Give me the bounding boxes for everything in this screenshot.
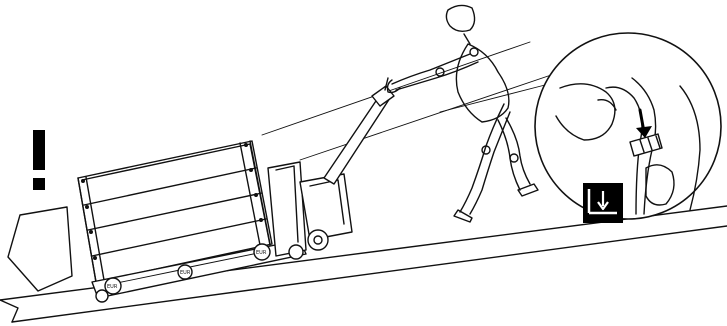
- bolt: [254, 193, 258, 197]
- head: [446, 5, 474, 31]
- bolt: [93, 256, 97, 260]
- badge-label: EUR: [180, 270, 191, 276]
- bolt: [249, 168, 253, 172]
- badge-label: EUR: [107, 284, 118, 290]
- drive-wheel: [289, 245, 303, 259]
- arrow-down-left-icon: [8, 207, 72, 291]
- fork-roller: [96, 290, 108, 302]
- bolt: [81, 179, 85, 183]
- tow-handle: [324, 78, 394, 184]
- warning-symbol: !: [0, 0, 45, 190]
- bolt: [244, 143, 248, 147]
- warning-bar: [33, 130, 45, 170]
- detail-inset: [535, 33, 721, 219]
- badge-label: EUR: [256, 250, 267, 256]
- motion-lines: [262, 42, 560, 160]
- warning-dot: [33, 178, 45, 190]
- lower-control-icon: [583, 183, 623, 223]
- bolt: [259, 218, 263, 222]
- bolt: [85, 205, 89, 209]
- bolt: [89, 230, 93, 234]
- operator-figure: [388, 5, 539, 222]
